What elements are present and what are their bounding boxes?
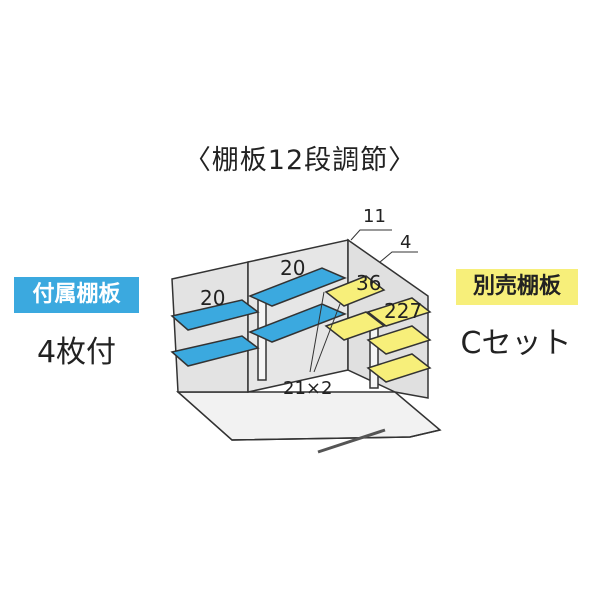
door-rail	[317, 428, 386, 454]
blue-shelf-upper-left	[170, 299, 260, 331]
callout-line-uprights-a	[309, 291, 325, 373]
yellow-shelf-front-lower	[366, 353, 432, 383]
callout-line-side	[379, 251, 418, 263]
label-yellow-back: 36	[356, 271, 381, 295]
label-yellow-front: 227	[384, 299, 422, 323]
shed-floor	[176, 391, 442, 441]
yellow-shelf-front-mid	[366, 325, 432, 355]
shed-left-wall	[171, 261, 249, 393]
label-uprights: 21×2	[283, 378, 332, 399]
callout-line-uprights-b	[313, 303, 341, 373]
blue-shelf-lower-back	[248, 303, 347, 343]
separate-shelves-badge: 別売棚板	[456, 269, 578, 305]
yellow-shelf-back-upper	[324, 275, 386, 307]
diagram-title: 〈棚板12段調節〉	[183, 145, 417, 176]
included-shelves-count: 4枚付	[36, 335, 117, 370]
blue-shelf-upper-back	[248, 267, 347, 307]
yellow-shelf-back-lower	[324, 311, 386, 341]
label-blue-left: 20	[200, 286, 225, 310]
yellow-shelf-front-upper	[366, 297, 432, 327]
label-callout-side: 4	[400, 232, 411, 253]
separate-shelves-set: Cセット	[460, 326, 572, 361]
included-shelves-badge: 付属棚板	[14, 277, 139, 313]
label-blue-back: 20	[280, 256, 305, 280]
blue-shelf-lower-left	[170, 335, 260, 367]
label-callout-top: 11	[363, 206, 386, 227]
shed-floor-edge	[177, 391, 441, 441]
callout-line-top	[350, 229, 392, 241]
